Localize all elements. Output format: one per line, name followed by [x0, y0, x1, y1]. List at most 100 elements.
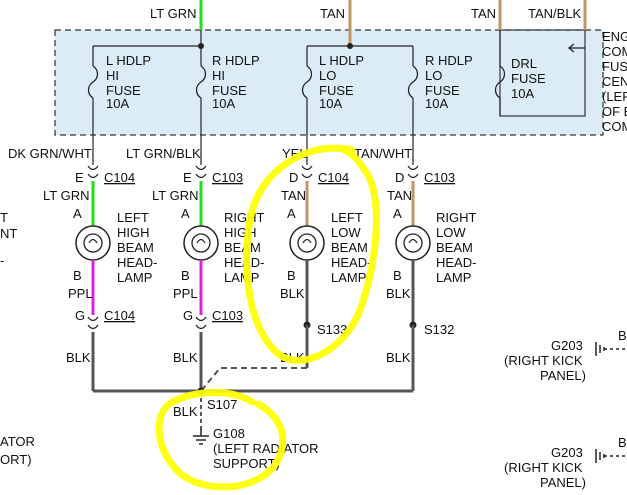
- connector-icon: [195, 165, 207, 179]
- ground-bus-dashed: [200, 367, 307, 392]
- ground-ref-g203-upper: G203 (RIGHT KICK PANEL) B: [504, 328, 627, 383]
- connector-icon: [407, 165, 419, 179]
- wire-label-tan-drl: TAN: [471, 6, 496, 21]
- fuse-label-line: FUSE: [319, 83, 354, 98]
- wire-label-lt-grn-blk: LT GRN/BLK: [126, 146, 201, 161]
- lamp-label-line: HEAD-: [436, 255, 476, 270]
- fuse-label-1: R HDLP HI FUSE 10A: [212, 53, 260, 111]
- connector-label: C104: [318, 170, 349, 185]
- fuse-label-line: R HDLP: [425, 53, 473, 68]
- lamp-label-line: RIGHT: [224, 210, 265, 225]
- pin-label: B: [181, 268, 190, 283]
- side-label-line: CEN: [602, 74, 627, 89]
- lamp-label-line: BEAM: [117, 240, 154, 255]
- connector-icon: [87, 165, 99, 179]
- splice-label-s107: S107: [207, 397, 237, 412]
- wire-label: BLK: [173, 350, 198, 365]
- wire-label: BLK: [66, 350, 91, 365]
- fuse-label-line: 10A: [425, 96, 448, 111]
- fuse-label-line: FUSE: [212, 83, 247, 98]
- lamp-label-line: LAMP: [224, 270, 259, 285]
- highlight-circle-left-low-beam: [243, 144, 380, 364]
- fuse-icon: [301, 65, 313, 99]
- lamp-label-line: HIGH: [117, 225, 150, 240]
- splice-label: S132: [424, 322, 454, 337]
- wire-label: LT GRN: [152, 188, 198, 203]
- fuse-label-line: L HDLP: [319, 53, 364, 68]
- cut-text: NT: [0, 226, 17, 241]
- lamp-label-line: BEAM: [224, 240, 261, 255]
- fuse-label-4: DRL FUSE 10A: [511, 56, 546, 101]
- ground-icon: [193, 430, 209, 445]
- lamp-label-line: LAMP: [436, 270, 471, 285]
- fuse-box: [54, 29, 604, 136]
- bus-splice-dot: [198, 43, 204, 49]
- lo-fuse-bus: [306, 45, 414, 66]
- drl-arrow-icon: [567, 43, 585, 53]
- pin-label: D: [395, 170, 404, 185]
- pin-label: E: [75, 170, 84, 185]
- pin-label: B: [287, 268, 296, 283]
- fuse-label-line: DRL: [511, 56, 537, 71]
- ground-desc-line: SUPPORT): [213, 456, 280, 471]
- fuse-icon: [407, 65, 419, 99]
- headlamp-icon: [75, 225, 111, 261]
- ground-desc-line: (RIGHT KICK: [504, 353, 583, 368]
- side-label-line: COM: [602, 119, 627, 134]
- lamp-branch-right-low: D C103 TAN A RIGHT LOW BEAM HEAD- LAMP B…: [386, 98, 477, 391]
- wire-label: TAN: [387, 188, 412, 203]
- connector-label: C104: [104, 308, 135, 323]
- fuse-label-0: L HDLP HI FUSE 10A: [106, 53, 151, 111]
- fuse-box-side-label: ENG COM FUS CEN (LEF OF E COM: [602, 29, 627, 134]
- headlamp-icon: [395, 225, 431, 261]
- lamp-branch-left-low: D C104 TAN A LEFT LOW BEAM HEAD- LAMP B …: [280, 98, 371, 368]
- ground-desc-line: (RIGHT KICK: [504, 460, 583, 475]
- fuse-symbols: [87, 65, 506, 99]
- side-label-line: FUS: [602, 59, 627, 74]
- pin-label: E: [183, 170, 192, 185]
- fuse-label-line: FUSE: [425, 83, 460, 98]
- side-label-line: ENG: [602, 29, 627, 44]
- cut-text: T: [0, 210, 8, 225]
- fuse-label-2: L HDLP LO FUSE 10A: [319, 53, 364, 111]
- headlamp-icon: [289, 225, 325, 261]
- wire-label: PPL: [68, 286, 93, 301]
- lamp-label-line: LOW: [436, 225, 466, 240]
- fuse-icon: [87, 65, 99, 99]
- fuse-icon: [195, 65, 207, 99]
- hi-fuse-bus: [92, 45, 202, 66]
- wire-label: BLK: [280, 286, 305, 301]
- ground-label: G203: [551, 445, 583, 460]
- lamp-label-line: LAMP: [117, 270, 152, 285]
- lamp-label-line: LOW: [331, 225, 361, 240]
- bus-splice-dot: [347, 43, 353, 49]
- highlight-circle-ground-g108: [155, 389, 287, 491]
- fuse-label-line: FUSE: [106, 83, 141, 98]
- lamp-label-line: BEAM: [331, 240, 368, 255]
- fuse-label-line: 10A: [511, 86, 534, 101]
- pin-label: B: [73, 268, 82, 283]
- fuse-label-line: R HDLP: [212, 53, 260, 68]
- ground-desc-line: PANEL): [540, 475, 586, 490]
- fuse-label-line: HI: [106, 68, 119, 83]
- pin-label: A: [287, 206, 296, 221]
- connector-icon: [195, 316, 207, 330]
- wire-label-lt-grn: LT GRN: [150, 6, 196, 21]
- headlamp-icon: [183, 225, 219, 261]
- fuse-label-line: 10A: [106, 96, 129, 111]
- connector-label: C103: [212, 308, 243, 323]
- side-label-line: (LEF: [602, 89, 627, 104]
- ground-desc-line: PANEL): [540, 368, 586, 383]
- wire-label: B: [618, 435, 627, 450]
- wire-label: BLK: [173, 404, 198, 419]
- ground-label: G203: [551, 338, 583, 353]
- lamp-label-line: RIGHT: [436, 210, 477, 225]
- connector-label: C103: [212, 170, 243, 185]
- wire-label: LT GRN: [43, 188, 89, 203]
- lamp-label-line: LEFT: [331, 210, 363, 225]
- ground-desc-line: (LEFT RADIATOR: [213, 441, 318, 456]
- pin-label: G: [183, 308, 193, 323]
- drl-module-box: [499, 29, 586, 117]
